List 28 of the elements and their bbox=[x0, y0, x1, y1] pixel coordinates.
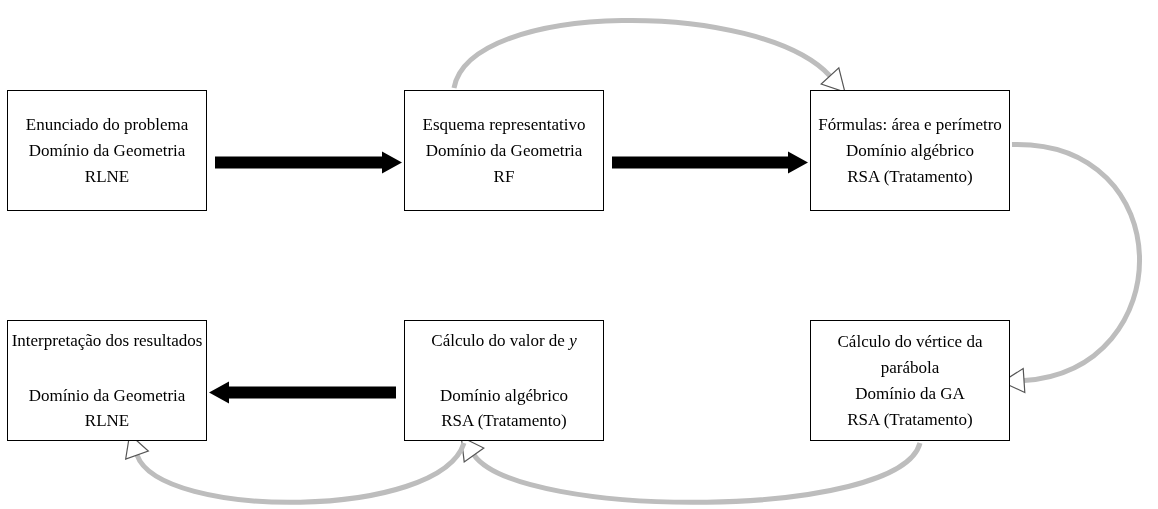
box-text: Cálculo do vértice da parábola bbox=[836, 330, 984, 379]
box-text: Interpretação dos resultados bbox=[11, 329, 203, 352]
block-arrow bbox=[612, 151, 808, 174]
process-box bbox=[810, 320, 1010, 441]
box-text: Esquema representativo bbox=[422, 113, 586, 136]
process-box bbox=[810, 90, 1010, 211]
box-text: RLNE bbox=[84, 165, 130, 188]
box-text: Enunciado do problema bbox=[25, 113, 189, 136]
box-text: Domínio da Geometria bbox=[28, 384, 186, 407]
curved-arrow bbox=[451, 18, 848, 91]
process-box bbox=[7, 90, 207, 211]
box-text: Domínio da Geometria bbox=[28, 139, 186, 162]
box-text: RSA (Tratamento) bbox=[847, 408, 973, 431]
box-text: Domínio da GA bbox=[855, 382, 965, 405]
box-text: Domínio algébrico bbox=[846, 139, 974, 162]
box-text: RSA (Tratamento) bbox=[847, 165, 973, 188]
box-text: Fórmulas: área e perímetro bbox=[818, 113, 1002, 136]
box-text: RLNE bbox=[84, 409, 130, 432]
process-box bbox=[404, 320, 604, 441]
box-text: Cálculo do valor de y bbox=[431, 329, 577, 352]
block-arrow bbox=[209, 381, 396, 404]
block-arrow bbox=[215, 151, 402, 174]
box-text: RF bbox=[493, 165, 515, 188]
box-text: Domínio da Geometria bbox=[425, 139, 583, 162]
box-text: RSA (Tratamento) bbox=[441, 409, 567, 432]
process-box bbox=[7, 320, 207, 441]
process-box bbox=[404, 90, 604, 211]
box-text: Domínio algébrico bbox=[440, 384, 568, 407]
